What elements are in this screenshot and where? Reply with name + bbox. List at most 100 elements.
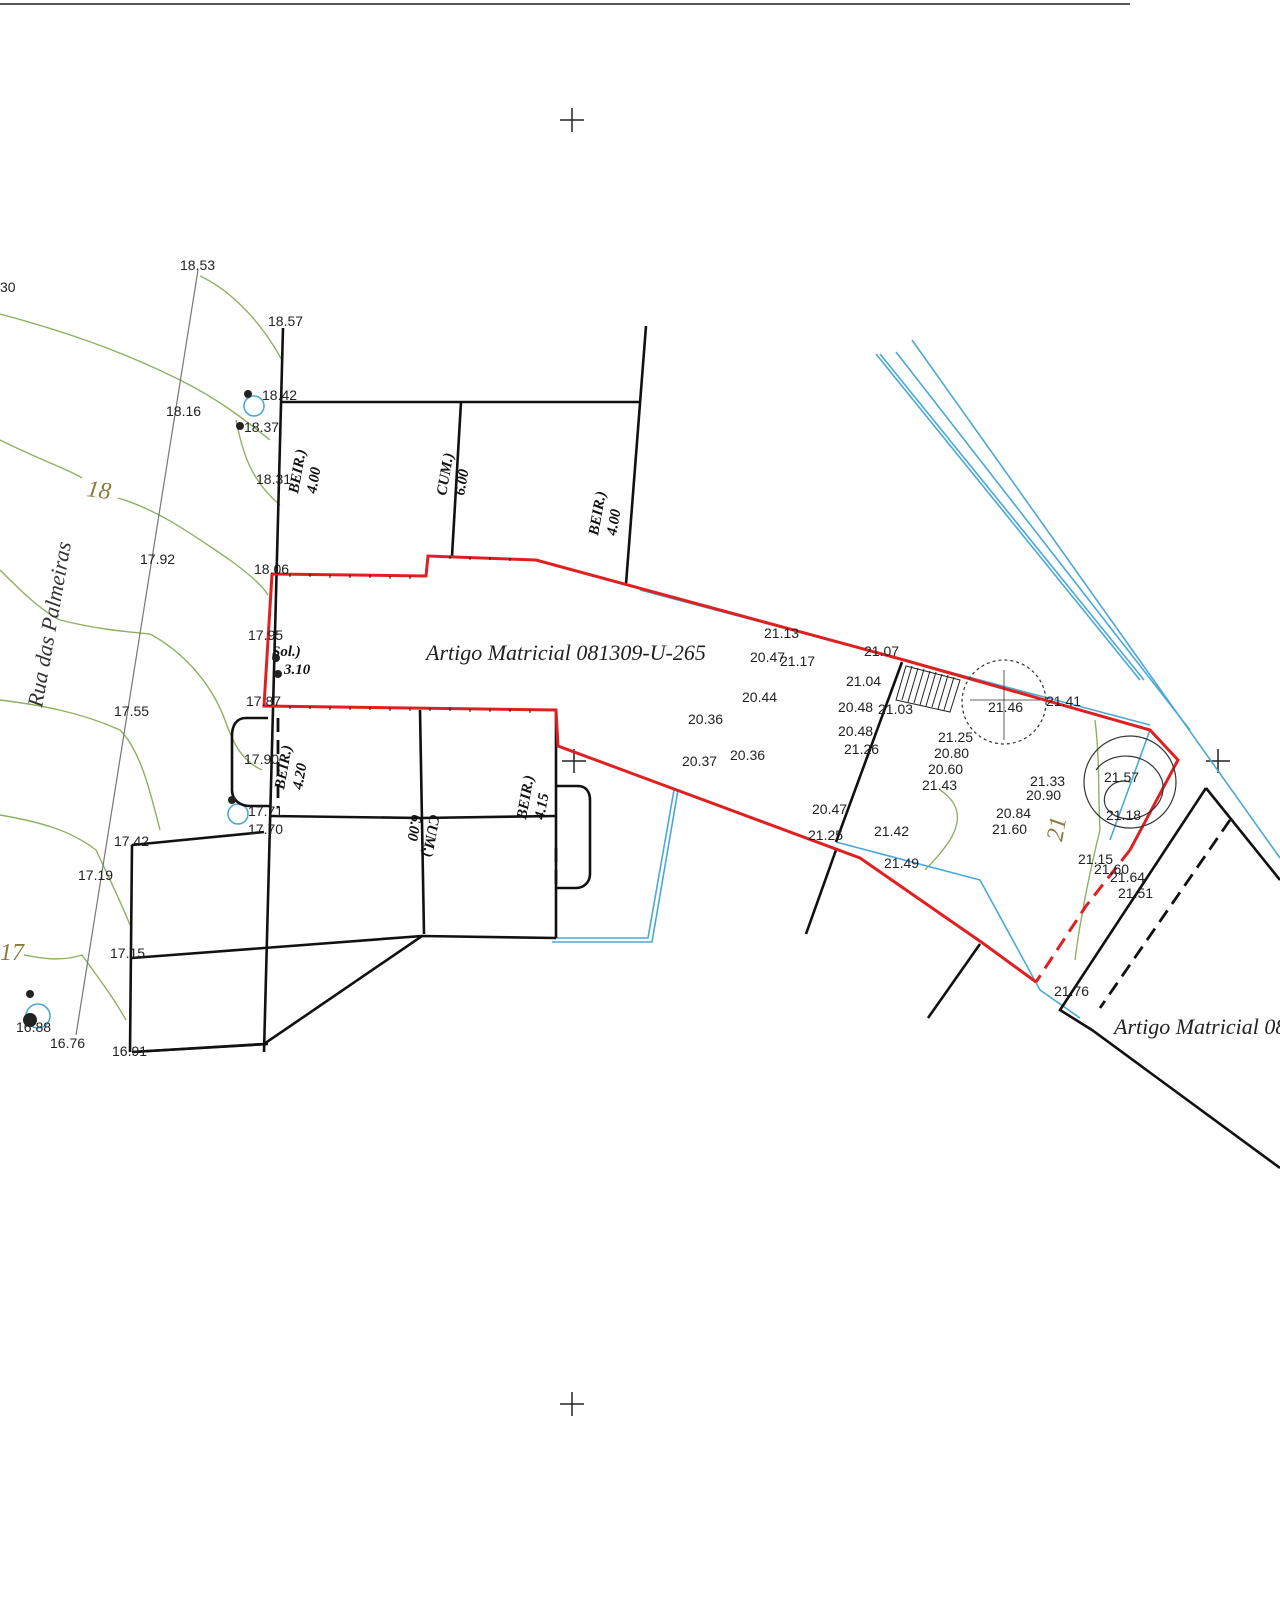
water-line xyxy=(552,789,679,943)
main-parcel-label: Artigo Matricial 081309-U-265 xyxy=(424,640,706,665)
elevation-label: 17.42 xyxy=(114,833,149,849)
water-lines xyxy=(25,339,1280,1029)
contour-line xyxy=(235,419,281,506)
elevation-label: 21.13 xyxy=(764,625,799,641)
elevation-label: 20.47 xyxy=(750,649,785,665)
contour-label: 17 xyxy=(0,940,25,966)
roof-type-label: CUM.) xyxy=(434,452,457,497)
contour-label: 18 xyxy=(85,476,112,505)
elevation-label: 21.51 xyxy=(1118,885,1153,901)
building-outline xyxy=(450,401,463,557)
parcel-boundary xyxy=(262,554,1180,984)
boundary-ticks xyxy=(289,556,531,713)
contour-line xyxy=(0,814,131,926)
cross-mark xyxy=(1206,749,1230,773)
elevation-label: 17.70 xyxy=(248,821,283,837)
elevation-label: 18.16 xyxy=(166,403,201,419)
contour-line xyxy=(0,569,263,771)
elevation-label: 17.71 xyxy=(248,803,283,819)
contour-label: 21 xyxy=(1042,815,1072,843)
elevation-label: 20.90 xyxy=(1026,787,1061,803)
contour-line xyxy=(1074,719,1101,961)
elevation-label: 30 xyxy=(0,279,16,295)
roof-type-label: BEIR.) xyxy=(286,448,310,496)
water-line xyxy=(911,339,1280,859)
registration-marks xyxy=(560,108,1230,1416)
elevation-label: 21.64 xyxy=(1110,869,1145,885)
roof-height-label: 4.15 xyxy=(532,792,553,822)
building-outline xyxy=(230,716,270,808)
building-outline xyxy=(262,327,285,1053)
trees xyxy=(961,659,1177,829)
water-line xyxy=(879,353,1145,681)
buildings xyxy=(128,325,1280,1170)
survey-point-icon xyxy=(236,422,244,430)
contour-line xyxy=(117,497,269,596)
elevation-label: 20.37 xyxy=(682,753,717,769)
elevation-label: 21.15 xyxy=(1078,851,1113,867)
well-marker xyxy=(227,803,249,825)
contour-lines xyxy=(0,275,1101,1021)
elevation-label: 16.91 xyxy=(112,1043,147,1059)
contour-line xyxy=(0,439,83,479)
elevation-label: 18.31 xyxy=(256,471,291,487)
elevation-label: 17.90 xyxy=(244,751,279,767)
elevation-label: 20.44 xyxy=(742,689,777,705)
tree-icon xyxy=(1083,735,1177,829)
elevation-label: 20.84 xyxy=(996,805,1031,821)
building-outline xyxy=(128,844,134,1053)
street-name: Rua das Palmeiras xyxy=(22,540,76,710)
cross-mark xyxy=(560,1392,584,1416)
elevation-label: 21.60 xyxy=(992,821,1027,837)
elevation-label: 20.36 xyxy=(730,747,765,763)
elevation-label: 21.42 xyxy=(874,823,909,839)
dashed-wall xyxy=(1098,819,1232,1009)
roof-height-label: 4.00 xyxy=(304,466,325,496)
elevation-label: 20.60 xyxy=(928,761,963,777)
water-line xyxy=(552,789,675,939)
survey-point-icon xyxy=(23,1013,37,1027)
neighbour-parcel-label: Artigo Matricial 08 xyxy=(1112,1014,1280,1039)
parcel-boundary-line xyxy=(1034,849,1132,983)
elevation-label: 17.19 xyxy=(78,867,113,883)
building-outline xyxy=(131,934,423,960)
elevation-label: 17.15 xyxy=(110,945,145,961)
contour-line xyxy=(924,789,959,871)
water-line xyxy=(835,841,1081,1019)
building-outline xyxy=(131,830,265,847)
roof-type-label: BEIR.) xyxy=(272,744,296,792)
survey-point-icon xyxy=(244,390,252,398)
elevation-label: 21.07 xyxy=(864,643,899,659)
elevation-label: 21.25 xyxy=(938,729,973,745)
elevation-label: 18.57 xyxy=(268,313,303,329)
roof-annotations: BEIR.) 4.00 CUM.) 6.00 BEIR.) 4.00 Sol.)… xyxy=(272,448,625,858)
well-marker xyxy=(243,395,265,417)
roof-type-label: BEIR.) xyxy=(586,490,610,538)
survey-point-icon xyxy=(274,670,282,678)
building-outline xyxy=(926,943,982,1019)
roof-type-label: CUM.) xyxy=(419,813,442,858)
water-line xyxy=(1109,729,1151,841)
elevation-label: 21.17 xyxy=(780,653,815,669)
building-outline xyxy=(418,709,426,935)
building-outline xyxy=(1058,787,1280,1170)
elevation-label: 17.87 xyxy=(246,693,281,709)
survey-points xyxy=(23,390,282,1027)
elevation-label: 21.04 xyxy=(846,673,881,689)
elevation-label: 21.43 xyxy=(922,777,957,793)
building-outline xyxy=(556,784,592,890)
elevation-label: 17.55 xyxy=(114,703,149,719)
elevation-label: 21.18 xyxy=(1106,807,1141,823)
survey-axis-line xyxy=(75,269,199,1036)
elevation-label: 16.76 xyxy=(50,1035,85,1051)
elevation-label: 21.33 xyxy=(1030,773,1065,789)
roof-type-label: BEIR.) xyxy=(514,774,538,822)
elevation-label: 21.03 xyxy=(878,701,913,717)
building-outline xyxy=(624,325,648,585)
building-outline xyxy=(269,814,557,820)
contour-line xyxy=(0,699,161,831)
parcel-boundary-line xyxy=(271,554,1180,851)
contour-line xyxy=(199,275,283,361)
water-line xyxy=(875,353,1141,681)
